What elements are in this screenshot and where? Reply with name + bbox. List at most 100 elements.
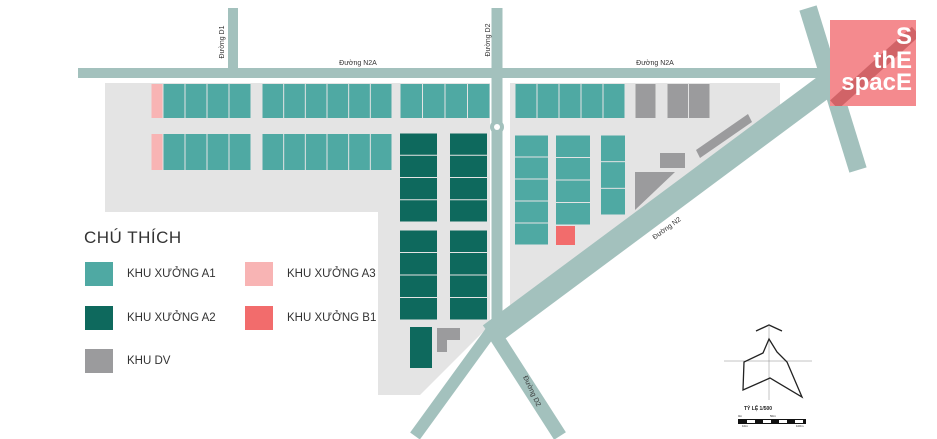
block-a2 <box>400 298 437 320</box>
block-dv <box>660 153 685 168</box>
legend-swatch <box>85 349 113 373</box>
block-a2 <box>450 155 487 177</box>
scale-mark: 100m <box>796 424 804 428</box>
legend-label: KHU DV <box>127 355 171 367</box>
scale-title: TỶ LỆ 1/500 <box>744 406 773 412</box>
block-a1 <box>370 84 392 118</box>
logo-text: spacE <box>841 69 912 96</box>
block-a1 <box>423 84 445 118</box>
road-label-n2a: Đường N2A <box>636 60 674 67</box>
block-a2 <box>450 200 487 222</box>
legend-swatch <box>85 306 113 330</box>
block-a2 <box>400 155 437 177</box>
block-a2 <box>450 253 487 275</box>
legend-item-a2: KHU XƯỞNG A2 <box>85 306 216 330</box>
legend-label: KHU XƯỞNG A2 <box>127 312 216 324</box>
block-a2 <box>400 275 437 297</box>
block-a2 <box>450 275 487 297</box>
legend-swatch <box>245 262 273 286</box>
block-a1 <box>400 84 422 118</box>
block-a1 <box>207 134 229 170</box>
legend-label: KHU XƯỞNG A1 <box>127 268 216 280</box>
legend-item-b1: KHU XƯỞNG B1 <box>245 306 376 330</box>
legend-item-a3: KHU XƯỞNG A3 <box>245 262 376 286</box>
block-a1 <box>207 84 229 118</box>
legend-item-a1: KHU XƯỞNG A1 <box>85 262 216 286</box>
block-a1 <box>556 135 590 157</box>
block-a1 <box>468 84 490 118</box>
block-a2 <box>450 178 487 200</box>
block-a1 <box>163 84 185 118</box>
block-a1 <box>349 134 370 170</box>
block-a1 <box>601 135 625 162</box>
road-n2 <box>482 65 848 345</box>
block-a1 <box>305 84 327 118</box>
block-dv <box>635 172 675 210</box>
block-a3 <box>151 134 163 170</box>
block-a2 <box>450 230 487 252</box>
block-dv <box>689 84 710 118</box>
legend-title: CHÚ THÍCH <box>84 228 182 247</box>
block-a1 <box>603 84 625 118</box>
block-dv <box>635 84 656 118</box>
road-label-d1: Đường D1 <box>219 25 226 58</box>
block-a3 <box>151 84 163 118</box>
block-a1 <box>185 84 207 118</box>
scale-mark: 10m <box>742 424 748 428</box>
block-a1 <box>556 158 590 180</box>
logo-text: S <box>895 23 912 50</box>
block-a1 <box>185 134 207 170</box>
roundabout-center <box>494 124 500 130</box>
block-a1 <box>515 84 537 118</box>
compass-rose-icon <box>742 337 804 399</box>
scale-mark: 50m <box>770 414 776 418</box>
road-southwest <box>410 326 497 439</box>
block-a2 <box>400 230 437 252</box>
block-a1 <box>327 84 349 118</box>
block-a1 <box>349 84 370 118</box>
block-a1 <box>229 134 251 170</box>
block-a1 <box>229 84 251 118</box>
block-dv <box>696 114 752 158</box>
block-a1 <box>601 162 625 188</box>
block-a1 <box>581 84 603 118</box>
block-a1 <box>515 223 548 245</box>
block-a1 <box>284 134 305 170</box>
block-a1 <box>305 134 327 170</box>
block-a1 <box>515 179 548 201</box>
legend-label: KHU XƯỞNG B1 <box>287 312 377 324</box>
block-a1 <box>284 84 305 118</box>
the-space-logo: S thE spacE <box>830 20 916 106</box>
block-a1 <box>327 134 349 170</box>
block-a1 <box>601 188 625 215</box>
road-label-n2a: Đường N2A <box>339 60 377 67</box>
block-a1 <box>370 134 392 170</box>
block-a1 <box>445 84 467 118</box>
block-b1 <box>556 226 575 245</box>
block-a1 <box>556 180 590 202</box>
block-a1 <box>163 134 185 170</box>
block-a2 <box>400 200 437 222</box>
block-a2 <box>400 133 437 155</box>
block-a1 <box>515 201 548 223</box>
legend-swatch <box>85 262 113 286</box>
scale-bar <box>738 419 806 424</box>
block-a2 <box>400 178 437 200</box>
legend-item-dv: KHU DV <box>85 349 170 373</box>
legend-swatch <box>245 306 273 330</box>
block-dv <box>437 328 460 352</box>
block-a2 <box>450 133 487 155</box>
block-a1 <box>262 84 284 118</box>
block-a2 <box>450 298 487 320</box>
logo-text: thE <box>873 47 912 74</box>
block-a2 <box>410 327 432 368</box>
legend-label: KHU XƯỞNG A3 <box>287 268 376 280</box>
block-a1 <box>559 84 581 118</box>
block-a2 <box>400 253 437 275</box>
block-a1 <box>515 135 548 157</box>
road-d2-south <box>486 326 566 439</box>
block-a1 <box>537 84 559 118</box>
scale-mark: 0m <box>738 414 743 418</box>
block-dv <box>667 84 688 118</box>
